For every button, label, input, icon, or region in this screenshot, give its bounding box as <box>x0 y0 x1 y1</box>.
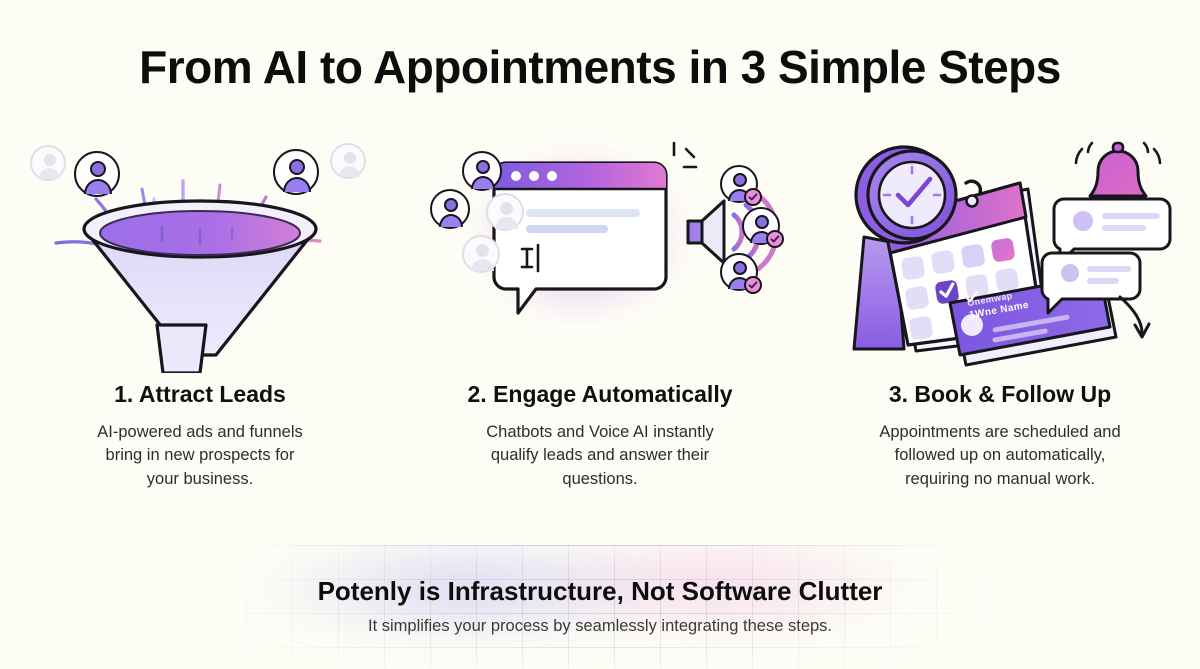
avatar-ghost <box>30 145 66 181</box>
calendar-illustration: Onemwap 1Wne Name <box>820 125 1180 373</box>
avatar-lead <box>273 149 319 195</box>
avatar-qualified-lead <box>720 165 762 206</box>
step-card-book-follow-up: Onemwap 1Wne Name 3. Book & Follow Up Ap… <box>800 125 1200 505</box>
step-body-1: AI-powered ads and funnels bring in new … <box>50 421 350 491</box>
avatar-lead <box>74 151 120 197</box>
step-body-3: Appointments are scheduled and followed … <box>850 421 1150 491</box>
chat-illustration <box>420 125 784 373</box>
footer-title: Potenly is Infrastructure, Not Software … <box>317 576 883 606</box>
check-badge-icon <box>744 276 762 294</box>
avatar-ghost <box>486 193 524 231</box>
footer-band <box>0 545 1200 669</box>
footer-glow <box>230 545 970 655</box>
step-body-line: questions. <box>562 469 638 488</box>
chat-window-icon <box>462 139 780 331</box>
avatar-qualified-lead <box>742 207 784 248</box>
steps-row: 1. Attract Leads AI-powered ads and funn… <box>0 125 1200 505</box>
step-body-line: Appointments are scheduled and <box>879 423 1121 441</box>
step-body-line: followed up on automatically, <box>894 446 1106 465</box>
check-badge-icon <box>744 188 762 206</box>
step-title-1: 1. Attract Leads <box>114 381 286 407</box>
notification-bubble <box>1040 251 1142 315</box>
funnel-illustration <box>20 125 380 375</box>
avatar-ghost <box>462 235 500 273</box>
funnel-icon <box>54 179 322 375</box>
footer-grid-pattern <box>200 545 1000 669</box>
step-card-engage-automatically: 2. Engage Automatically Chatbots and Voi… <box>400 125 800 505</box>
avatar-lead <box>430 189 470 229</box>
step-card-attract-leads: 1. Attract Leads AI-powered ads and funn… <box>0 125 400 505</box>
avatar-qualified-lead <box>720 253 762 294</box>
avatar-ghost <box>330 143 366 179</box>
step-title-3: 3. Book & Follow Up <box>888 381 1112 407</box>
step-body-line: requiring no manual work. <box>905 469 1095 488</box>
check-badge-icon <box>766 230 784 248</box>
footer-divider <box>200 545 1000 546</box>
notification-bubble <box>1052 197 1172 265</box>
step-title-2: 2. Engage Automatically <box>467 381 733 407</box>
clock-icon <box>854 145 958 245</box>
step-body-line: qualify leads and answer their <box>490 446 710 465</box>
speaker-icon <box>686 192 780 272</box>
step-body-line: bring in new prospects for <box>105 446 295 465</box>
step-body-line: Chatbots and Voice AI instantly <box>486 423 714 441</box>
avatar-lead <box>462 151 502 191</box>
step-body-2: Chatbots and Voice AI instantly qualify … <box>450 421 750 491</box>
footer-subtitle: It simplifies your process by seamlessly… <box>367 617 833 635</box>
step-body-line: your business. <box>146 469 254 488</box>
page-title: From AI to Appointments in 3 Simple Step… <box>139 41 1061 93</box>
step-body-line: AI-powered ads and funnels <box>97 423 303 441</box>
bell-icon <box>1074 141 1162 204</box>
calendar-icon <box>852 141 1172 367</box>
